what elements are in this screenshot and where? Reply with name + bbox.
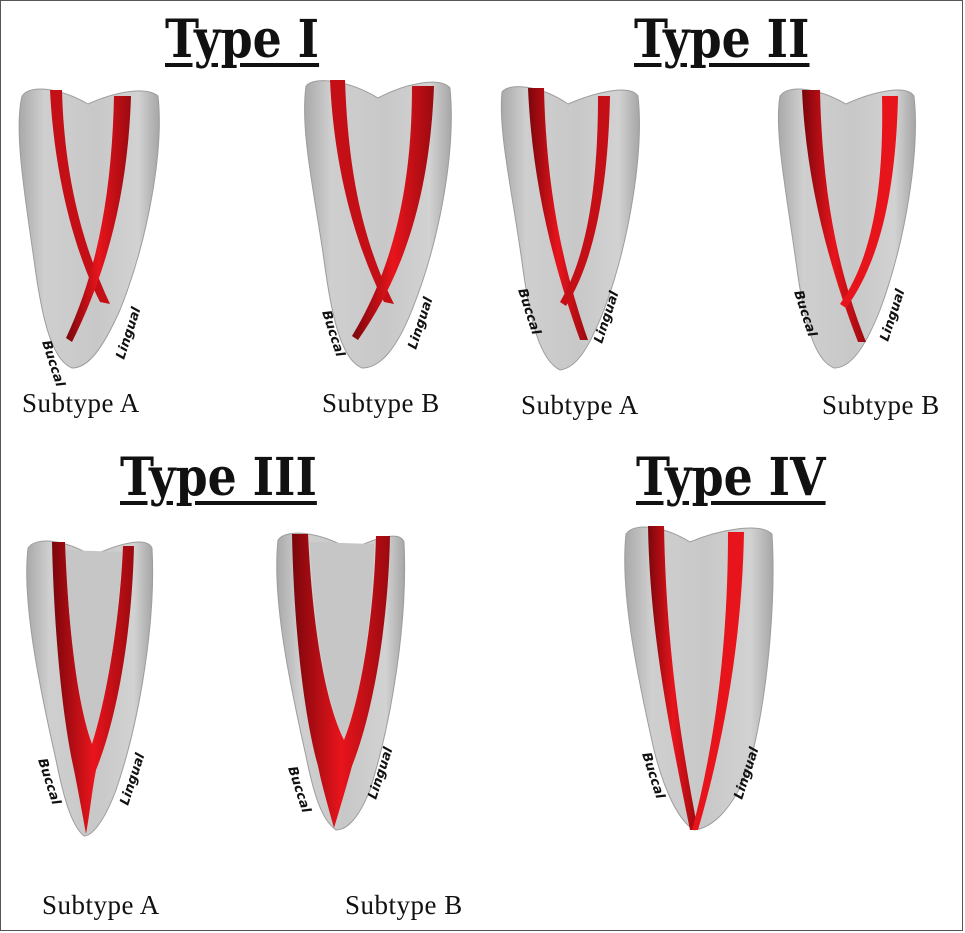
type-ii-subtype-a-root: Buccal Lingual: [501, 87, 639, 370]
type-ii-subtype-b-root: Buccal Lingual: [778, 89, 915, 368]
root-outline: [501, 87, 639, 370]
type-i-subtype-a-root: Buccal Lingual: [19, 89, 159, 389]
type-i-subtype-b-root: Buccal Lingual: [305, 80, 452, 368]
type-iii-subtype-b-root: Buccal Lingual: [277, 533, 405, 830]
type-iv-root: Buccal Lingual: [625, 526, 773, 830]
type-iii-subtype-a-root: Buccal Lingual: [27, 541, 153, 836]
